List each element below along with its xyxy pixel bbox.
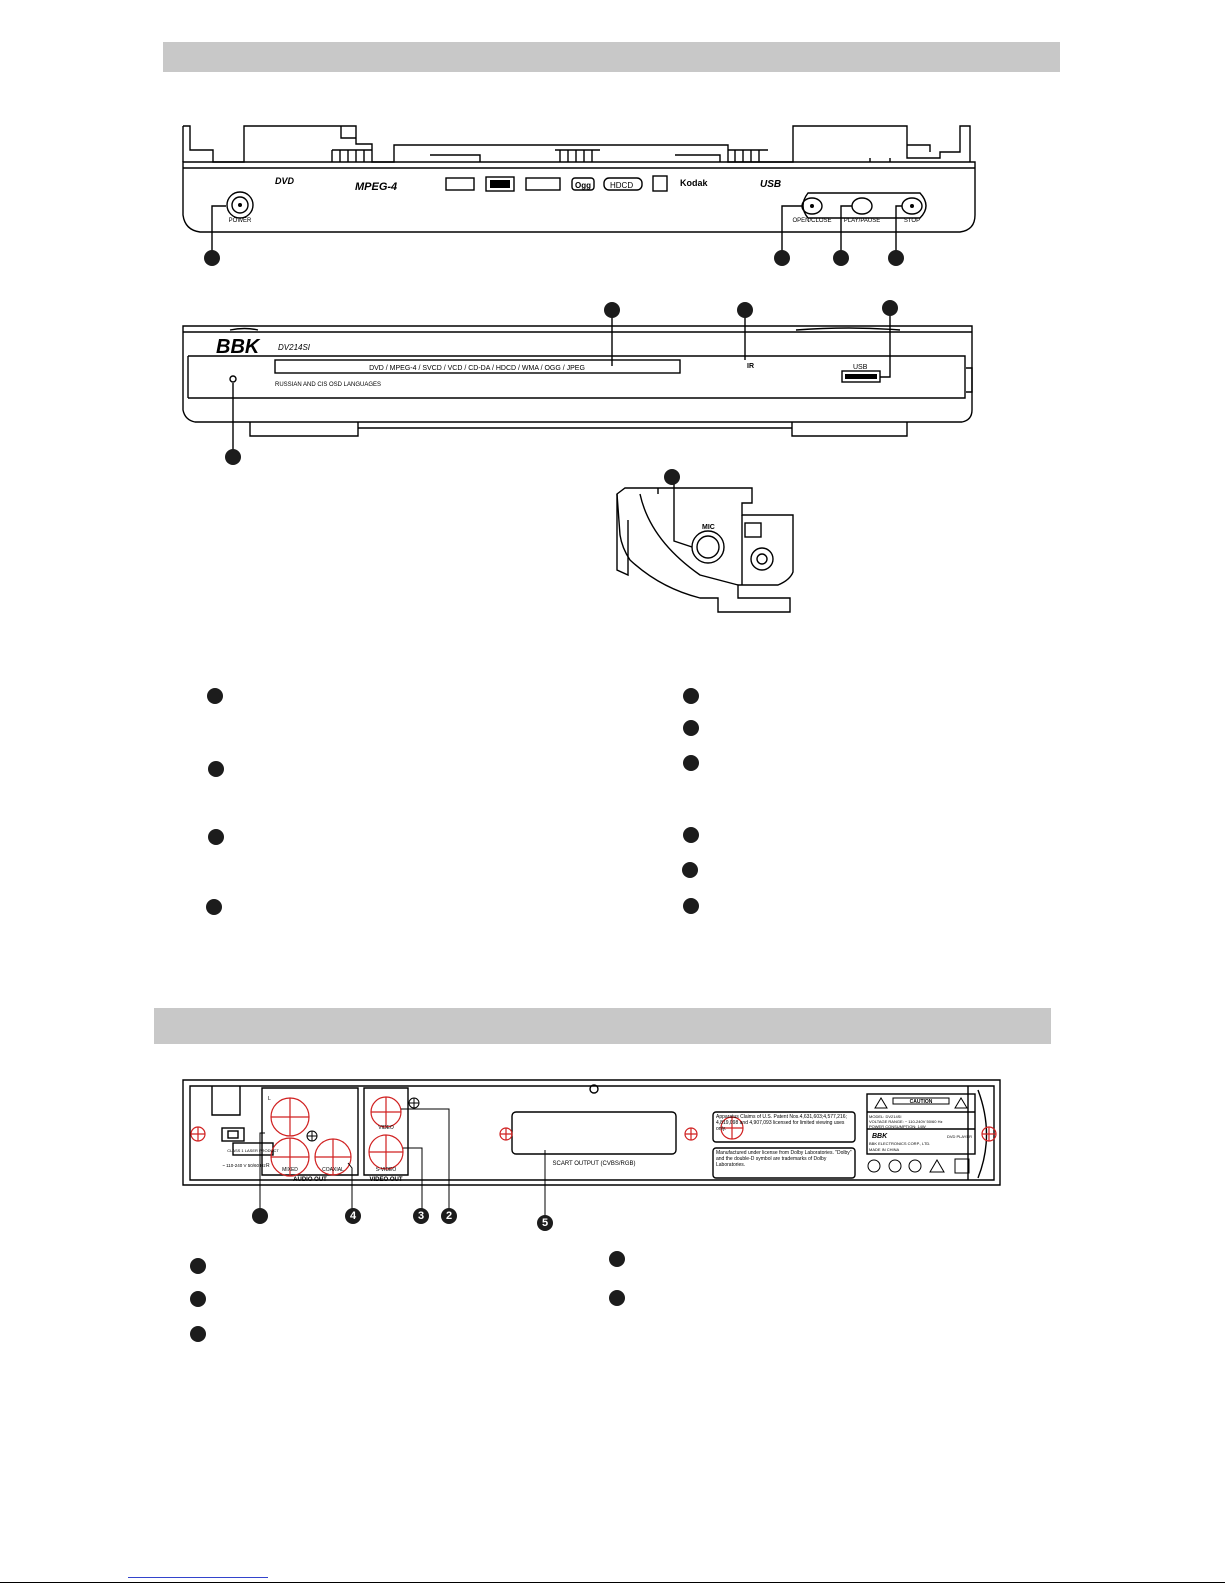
made-in-label: MADE IN CHINA [869,1147,900,1152]
laser-product-label: CLASS 1 LASER PRODUCT [227,1148,279,1153]
callout-dot [882,300,898,316]
legend-dot [683,755,699,771]
dvd-video-logo: DVD [275,176,295,186]
front-panel-top-view: DVD MPEG-4 Ogg HDCD Kodak USB POWER OPEN… [182,125,976,258]
scart-label: SCART OUTPUT (CVBS/RGB) [552,1161,635,1167]
osd-languages-label: RUSSIAN AND CIS OSD LANGUAGES [275,382,381,388]
legend-dot [190,1326,206,1342]
voltage-range: VOLTAGE RANGE: ~ 110-240V 50/60 Hz [869,1119,942,1124]
hdcd-logo: HDCD [610,181,633,190]
callout-dot [664,469,680,485]
usb-port-label: USB [853,364,868,371]
callout-dot [888,250,904,266]
legend-dot [190,1291,206,1307]
callout-number: 3 [413,1208,429,1224]
legend-dot [190,1258,206,1274]
legend-dot [683,688,699,704]
section-header-bar-rear [154,1008,1051,1044]
page-bottom-rule [0,1582,1225,1583]
audio-out-label: AUDIO OUT [293,1177,327,1183]
jack-label-video: VIDEO [378,1125,394,1131]
ir-label: IR [747,363,754,370]
manufacturer-label: BBK ELECTRONICS CORP., LTD. [869,1141,930,1146]
mic-label: MIC [702,524,715,531]
jack-label-coaxial: COAXIAL [322,1167,344,1173]
model-label: DV214SI [278,343,311,352]
usb-logo: USB [760,179,781,190]
model-info: MODEL: DV214SI [869,1114,901,1119]
callout-dot [225,449,241,465]
voltage-label: ~ 110-240 V 50/60 Hz [222,1163,266,1168]
legend-dot [682,862,698,878]
callout-dot [252,1208,268,1224]
rear-brand: BBK [872,1133,888,1140]
section-header-bar-front [163,42,1060,72]
jack-label-r: R [266,1163,270,1169]
patent-text: Apparatus Claims of U.S. Patent Nos.4,63… [716,1114,847,1132]
footer-link-underline[interactable] [128,1577,268,1578]
callout-dot [737,302,753,318]
callout-dot [204,250,220,266]
callout-number: 2 [441,1208,457,1224]
legend-dot [683,720,699,736]
caution-label: CAUTION [910,1099,933,1105]
power-consumption: POWER CONSUMPTION: 14W [869,1124,926,1129]
ogg-logo: Ogg [575,181,591,190]
dvd-player-label: DVD PLAYER [947,1134,972,1139]
mic-side-view: MIC [616,484,794,613]
brand-logo: BBK [216,336,261,358]
callout-dot [774,250,790,266]
callout-dot [604,302,620,318]
jack-label-s-video: S-VIDEO [376,1167,397,1173]
open-close-label: OPEN/CLOSE [792,218,831,224]
legend-dot [683,898,699,914]
callout-number: 4 [345,1208,361,1224]
stop-label: STOP [904,218,920,224]
front-panel-front-view: BBK DV214SI DVD / MPEG-4 / SVCD / VCD / … [182,310,973,452]
mpeg4-logo: MPEG-4 [355,181,397,193]
play-pause-label: PLAY/PAUSE [844,218,880,224]
jack-label-mixed: MIXED [282,1167,298,1173]
video-out-label: VIDEO OUT [369,1177,402,1183]
legend-dot [609,1290,625,1306]
power-label: POWER [229,218,252,224]
legend-dot [206,899,222,915]
callout-dot [833,250,849,266]
legend-dot [208,761,224,777]
tray-formats-label: DVD / MPEG-4 / SVCD / VCD / CD-DA / HDCD… [369,365,585,372]
legend-dot [207,688,223,704]
callout-number: 5 [537,1215,553,1231]
legend-dot [609,1251,625,1267]
kodak-logo: Kodak [680,178,709,188]
legend-dot [683,827,699,843]
jack-label-l: L [268,1096,271,1102]
rear-panel-view: CAUTION CLASS 1 LASER PRODUCT ~ 110-240 … [182,1079,1001,1216]
legend-dot [208,829,224,845]
dolby-text: Manufactured under license from Dolby La… [716,1150,852,1168]
